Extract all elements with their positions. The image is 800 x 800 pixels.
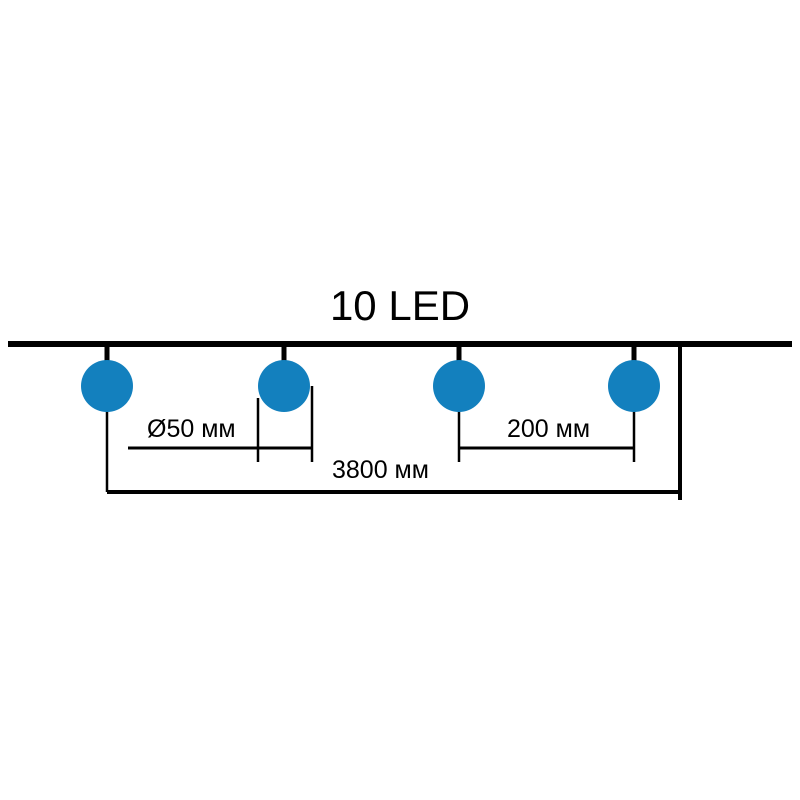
- led-bulb-3: [433, 360, 485, 412]
- diameter-dimension-label: Ø50 мм: [147, 415, 236, 443]
- spacing-dimension: 200 мм: [458, 415, 634, 450]
- led-bulb-2: [258, 360, 310, 412]
- extension-line-group: [105, 344, 682, 500]
- page-title: 10 LED: [330, 282, 470, 329]
- total-length-dimension: 3800 мм: [107, 456, 680, 494]
- diameter-dimension: Ø50 мм: [128, 415, 312, 450]
- led-bulb-4: [608, 360, 660, 412]
- led-bulb-1: [81, 360, 133, 412]
- total-length-dimension-label: 3800 мм: [332, 456, 429, 484]
- spacing-dimension-label: 200 мм: [507, 415, 590, 443]
- led-bulb-group: [81, 360, 660, 412]
